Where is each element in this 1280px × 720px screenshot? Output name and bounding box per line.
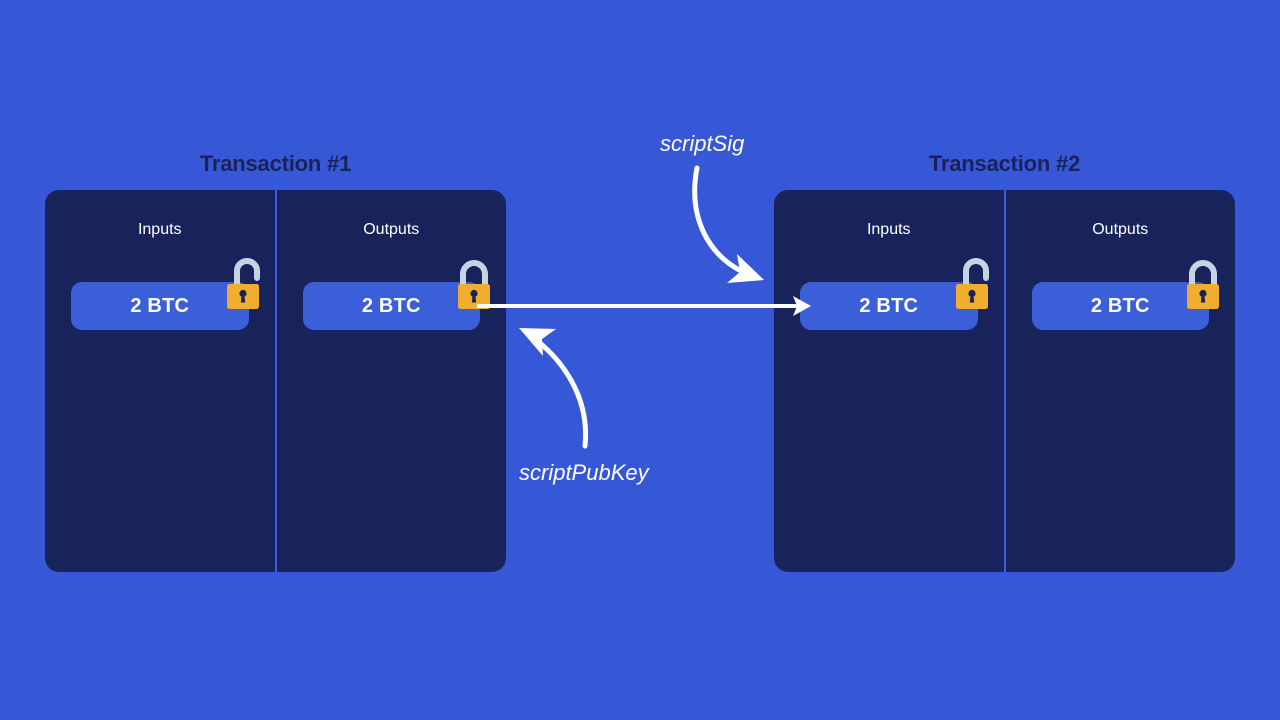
script-sig-label: scriptSig bbox=[660, 131, 745, 156]
locked-padlock-icon bbox=[1185, 254, 1231, 310]
transaction-1-outputs-amount: 2 BTC bbox=[302, 282, 480, 330]
script-pub-key-arrow bbox=[519, 328, 589, 449]
transaction-1-outputs-column: Outputs 2 BTC bbox=[274, 190, 507, 572]
script-sig-arrow bbox=[692, 165, 764, 283]
transaction-2-outputs-label: Outputs bbox=[1092, 221, 1149, 238]
transaction-1-inputs-label: Inputs bbox=[137, 221, 182, 238]
transaction-2-outputs-column: Outputs 2 BTC bbox=[1003, 190, 1236, 572]
transaction-2-inputs-label: Inputs bbox=[866, 221, 911, 238]
unlocked-padlock-icon bbox=[954, 254, 1000, 310]
transaction-2-title: Transaction #2 bbox=[928, 151, 1081, 176]
transaction-1-outputs-label: Outputs bbox=[363, 221, 420, 238]
locked-padlock-icon bbox=[456, 254, 502, 310]
transaction-2-inputs-amount: 2 BTC bbox=[800, 282, 978, 330]
transaction-1-inputs-column: Inputs 2 BTC bbox=[45, 190, 275, 572]
transaction-2-card: Inputs 2 BTC Outputs 2 BTC bbox=[774, 190, 1235, 572]
transaction-1-title: Transaction #1 bbox=[199, 151, 352, 176]
transaction-1-card: Inputs 2 BTC Outputs 2 BTC bbox=[45, 190, 506, 572]
script-pub-key-label: scriptPubKey bbox=[519, 460, 649, 485]
unlocked-padlock-icon bbox=[225, 254, 271, 310]
transaction-connector-arrow bbox=[477, 296, 811, 316]
transaction-2-outputs-amount: 2 BTC bbox=[1031, 282, 1209, 330]
transaction-1-inputs-amount: 2 BTC bbox=[71, 282, 249, 330]
transaction-2-inputs-column: Inputs 2 BTC bbox=[774, 190, 1004, 572]
